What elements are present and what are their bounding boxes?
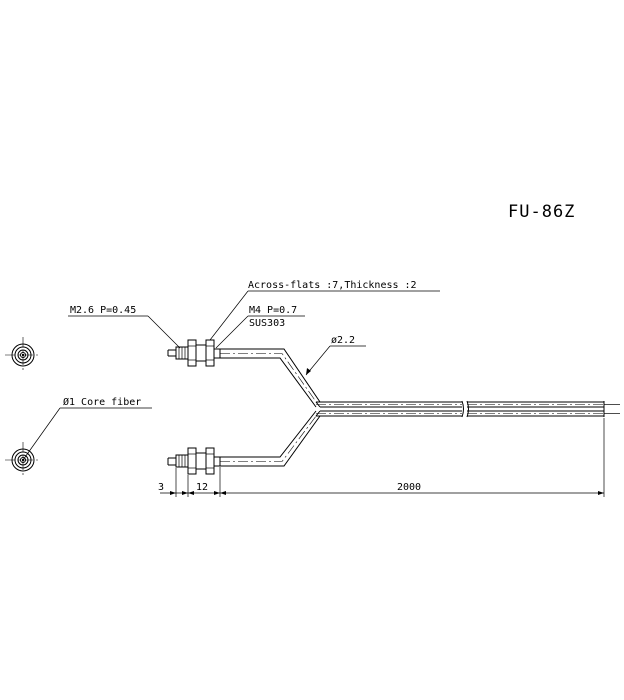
cable-length-dimension: 2000 [397, 482, 421, 493]
across-flats-label: Across-flats :7,Thickness :2 [248, 280, 417, 291]
material-label: SUS303 [249, 318, 285, 329]
head-length-dimension: 12 [196, 482, 208, 493]
combined-cable [315, 400, 620, 418]
upper-cable [220, 348, 321, 408]
cable-diameter-leader [305, 345, 366, 376]
core-fiber-label: Ø1 Core fiber [63, 396, 141, 408]
end-view-upper [5, 337, 41, 373]
thread-large-leader [215, 315, 305, 349]
dimension-lines [160, 418, 605, 497]
across-flats-leader [209, 290, 440, 341]
thread-small-label: M2.6 P=0.45 [70, 305, 136, 316]
core-fiber-leader [22, 407, 152, 461]
model-number: FU-86Z [508, 202, 575, 222]
cable-diameter-label: ø2.2 [331, 335, 355, 346]
tip-length-dimension: 3 [158, 482, 164, 493]
lower-sensor-head [167, 447, 221, 475]
thread-large-label: M4 P=0.7 [249, 305, 297, 316]
lower-cable [220, 410, 321, 467]
thread-small-leader [68, 315, 181, 349]
